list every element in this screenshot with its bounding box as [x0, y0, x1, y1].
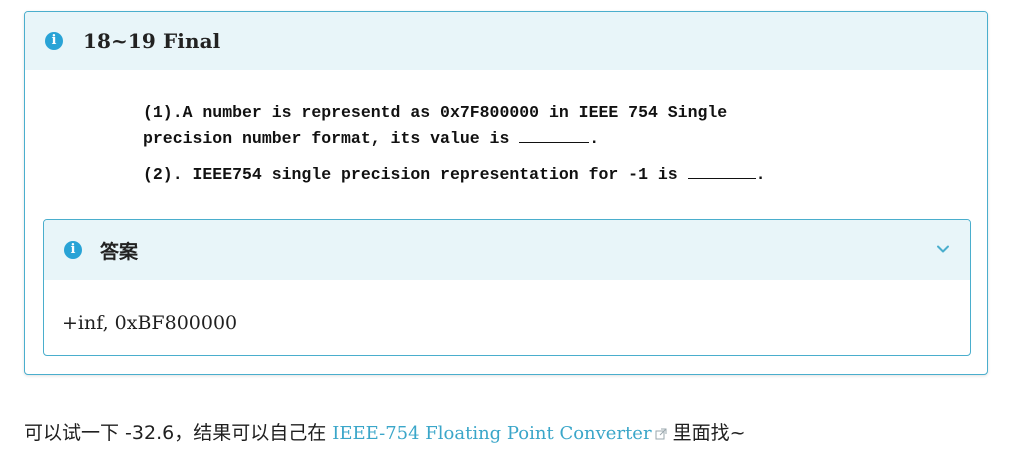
answer-summary-toggle[interactable]: i 答案: [44, 220, 970, 280]
question-line-3: (2). IEEE754 single precision representa…: [143, 162, 766, 188]
converter-link[interactable]: IEEE-754 Floating Point Converter: [332, 423, 667, 444]
external-link-icon: [655, 428, 667, 440]
answer-content: +inf, 0xBF800000: [62, 312, 238, 334]
footer-prefix: 可以试一下 -32.6，结果可以自己在: [24, 422, 333, 444]
question-image-text: (1).A number is representd as 0x7F800000…: [143, 100, 766, 188]
question-line-2-end: .: [589, 129, 600, 148]
question-line-3-end: .: [755, 165, 766, 184]
admonition-title: 18~19 Final: [83, 29, 221, 53]
info-icon: i: [45, 32, 63, 50]
question-line-1: (1).A number is representd as 0x7F800000…: [143, 103, 728, 122]
footer-note: 可以试一下 -32.6，结果可以自己在 IEEE-754 Floating Po…: [24, 418, 746, 445]
question-line-3-text: (2). IEEE754 single precision representa…: [143, 165, 688, 184]
info-icon: i: [64, 241, 82, 259]
info-admonition: i 18~19 Final (1).A number is representd…: [24, 11, 988, 375]
question-line-2-text: precision number format, its value is: [143, 129, 520, 148]
admonition-title-bar: i 18~19 Final: [25, 12, 987, 70]
question-line-2: precision number format, its value is .: [143, 126, 766, 152]
converter-link-text: IEEE-754 Floating Point Converter: [332, 423, 652, 444]
answer-blank-2: [687, 164, 756, 179]
answer-details: i 答案 +inf, 0xBF800000: [43, 219, 971, 356]
answer-summary-label: 答案: [100, 240, 139, 263]
chevron-down-icon[interactable]: [936, 242, 950, 256]
answer-blank-1: [519, 128, 590, 143]
footer-suffix: 里面找~: [666, 422, 746, 444]
